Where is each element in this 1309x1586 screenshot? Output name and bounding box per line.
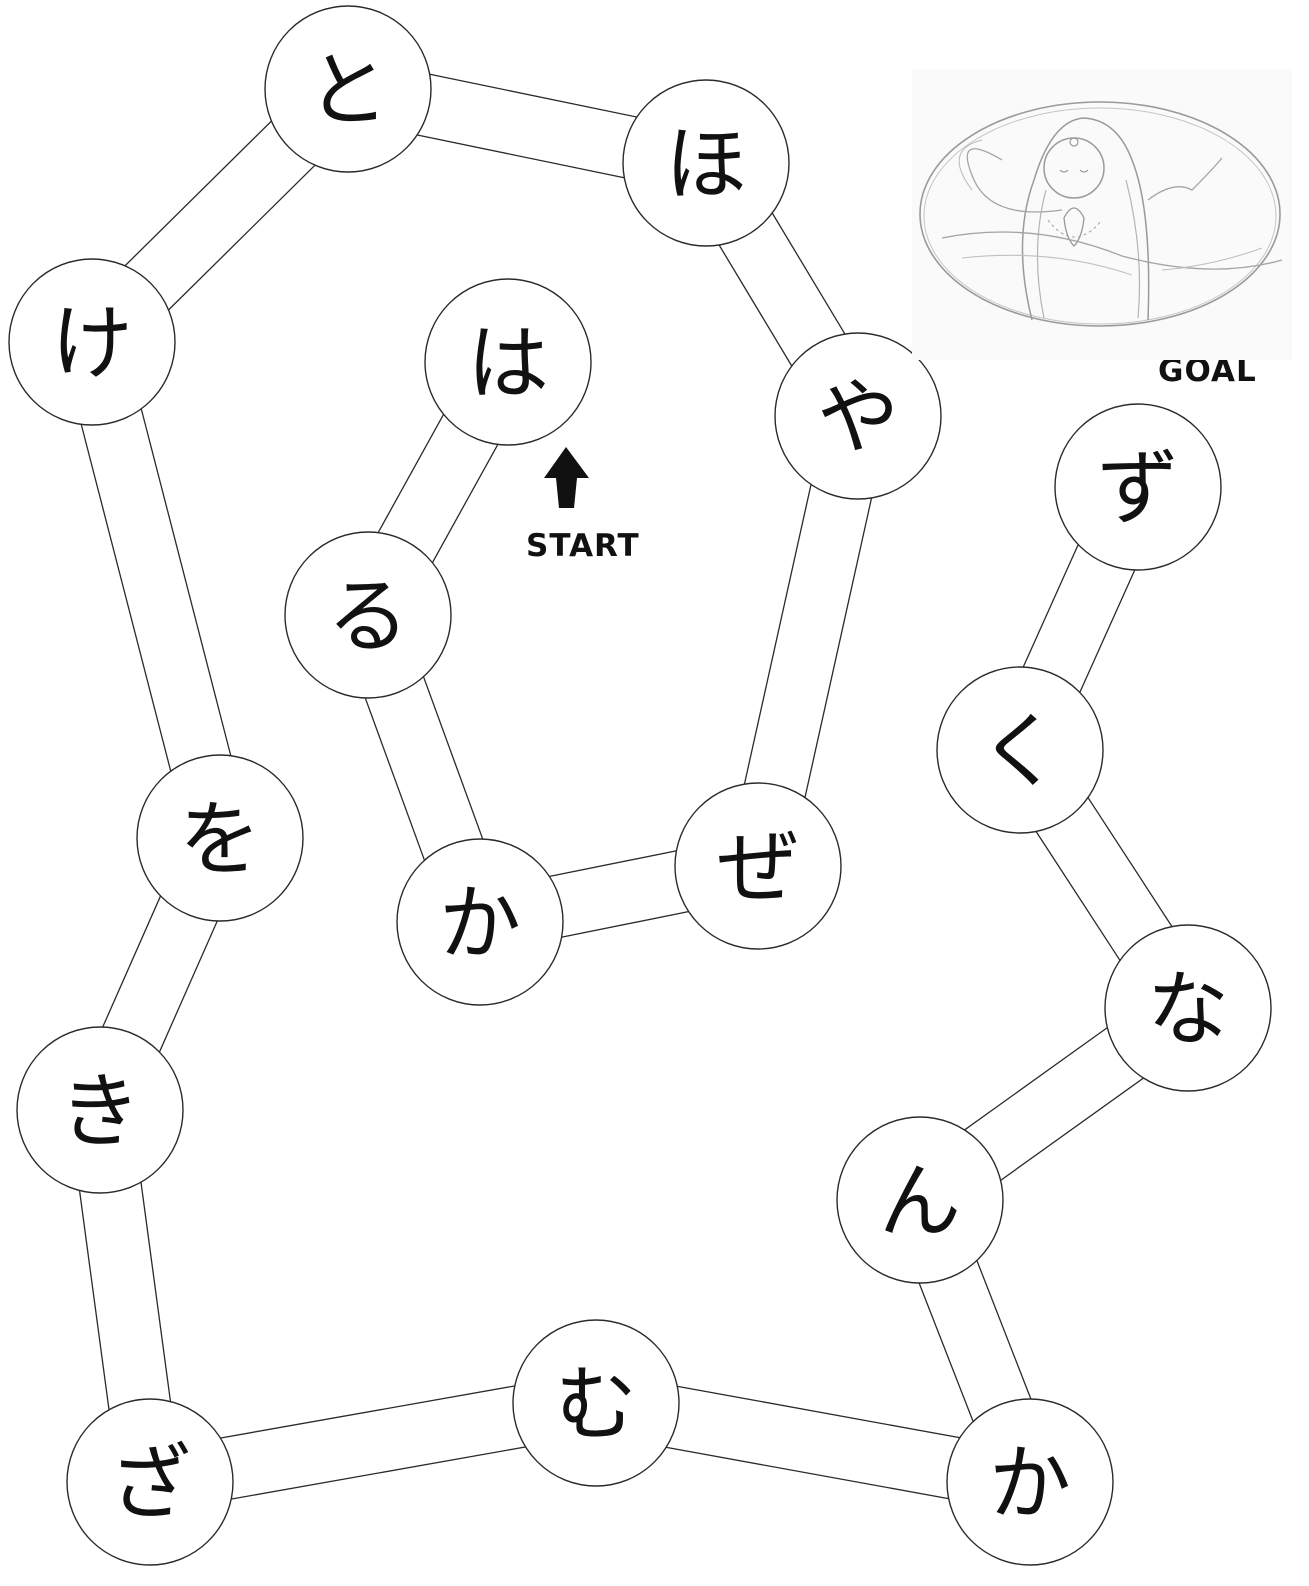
track-edge-line (363, 692, 426, 866)
letter-node-char: ざ (109, 1437, 191, 1532)
letter-node-char: ず (1097, 442, 1179, 537)
letter-node-za[interactable]: ざ (67, 1399, 233, 1565)
track-edge-line (1085, 793, 1176, 932)
letter-node-ku[interactable]: く (937, 667, 1103, 833)
letter-node-ho[interactable]: ほ (623, 80, 789, 246)
letter-node-to[interactable]: と (265, 6, 431, 172)
letter-node-char: き (59, 1065, 141, 1160)
start-label: START (526, 528, 640, 564)
letter-node-na[interactable]: な (1105, 925, 1271, 1091)
track-segment (363, 671, 485, 866)
track-edge-line (80, 418, 173, 777)
letter-node-ka1[interactable]: か (397, 839, 563, 1005)
letter-node-char: を (179, 793, 261, 888)
letter-node-char: ん (879, 1155, 961, 1250)
track-edge-line (975, 1255, 1033, 1405)
letter-node-wo[interactable]: を (137, 755, 303, 921)
track-edge-line (543, 850, 682, 878)
track-edge-line (79, 1184, 110, 1415)
letter-node-ze[interactable]: ぜ (675, 783, 841, 949)
track-edge-line (1021, 539, 1081, 672)
letter-node-char: け (51, 297, 133, 392)
letter-node-char: や (817, 371, 899, 466)
letter-node-char: は (467, 317, 549, 412)
goal-buddha-sketch-icon (912, 70, 1292, 360)
track-edge-line (917, 1277, 975, 1427)
letter-node-zu[interactable]: ず (1055, 404, 1221, 570)
track-edge-line (804, 492, 873, 803)
track-edge-line (215, 1385, 521, 1439)
letter-node-char: ほ (665, 118, 747, 213)
letter-node-ha[interactable]: は (425, 279, 591, 445)
track-edge-line (660, 1446, 954, 1500)
track-edge-line (164, 161, 319, 314)
letter-node-char: る (327, 570, 409, 665)
track-edge-line (411, 134, 630, 179)
letter-node-n[interactable]: ん (837, 1117, 1003, 1283)
track-edge-line (375, 409, 446, 538)
track-edge-line (430, 439, 501, 568)
letter-node-ru[interactable]: る (285, 532, 451, 698)
letter-node-char: と (307, 44, 389, 139)
letter-node-char: か (439, 877, 521, 972)
track-edge-line (769, 208, 848, 339)
track-edge-line (671, 1385, 965, 1439)
letter-node-ke[interactable]: け (9, 259, 175, 425)
track-edge-line (421, 671, 484, 845)
track-edge-line (424, 73, 643, 118)
track-segment (79, 1176, 172, 1416)
letter-node-char: く (979, 705, 1061, 800)
letter-node-ki[interactable]: き (17, 1027, 183, 1193)
letter-node-char: む (555, 1358, 637, 1453)
track-edge-line (157, 915, 220, 1057)
letter-node-char: ぜ (717, 821, 799, 916)
track-segment (215, 1385, 532, 1500)
track-edge-line (140, 403, 233, 762)
track-edge-line (743, 479, 812, 790)
start-arrow-icon (544, 447, 589, 508)
letter-node-char: な (1147, 963, 1229, 1058)
track-edge-line (140, 1176, 171, 1407)
track-edge-line (225, 1446, 531, 1500)
track-edge-line (121, 117, 276, 270)
track-edge-line (1077, 564, 1137, 697)
track-segment (543, 850, 694, 939)
track-edge-line (1033, 826, 1124, 965)
track-segment (660, 1385, 965, 1500)
track-edge-line (556, 910, 695, 938)
letter-node-mu[interactable]: む (513, 1320, 679, 1486)
letter-node-char: か (989, 1437, 1071, 1532)
track-segment (743, 479, 873, 804)
track-segment (411, 73, 642, 179)
letter-node-ka2[interactable]: か (947, 1399, 1113, 1565)
track-edge-line (100, 890, 163, 1032)
track-edge-line (716, 240, 795, 371)
track-segment (80, 403, 233, 777)
